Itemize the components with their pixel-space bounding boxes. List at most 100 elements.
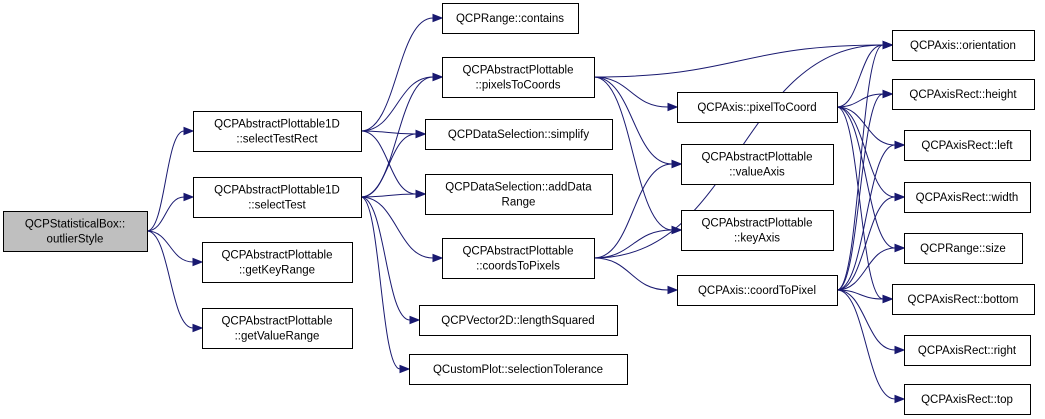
- arrowhead-icon: [894, 243, 906, 253]
- arrowhead-icon: [192, 323, 204, 333]
- edge-ap_coordsToPixels-to-axis_coordToPixel: [593, 257, 679, 295]
- edge-ap_pixelsToCoords-to-axis_pixelToCoord: [593, 76, 679, 112]
- edge-axis_coordToPixel-to-axis_orientation: [836, 40, 894, 291]
- node-box: [904, 384, 1031, 415]
- arrowhead-icon: [671, 225, 683, 235]
- node-box: [892, 79, 1035, 110]
- node-label-line: QCPStatisticalBox::: [25, 219, 125, 231]
- arrowhead-icon: [409, 315, 421, 325]
- node-v2d_lengthSquared[interactable]: QCPVector2D::lengthSquared: [419, 305, 618, 336]
- node-ar_width[interactable]: QCPAxisRect::width: [904, 182, 1031, 213]
- node-box: [681, 210, 834, 251]
- edge-line: [593, 76, 669, 108]
- edge-axis_coordToPixel-to-range_size: [836, 243, 906, 291]
- arrowhead-icon: [671, 159, 683, 169]
- node-label-line: ::keyAxis: [734, 233, 780, 245]
- arrowhead-icon: [432, 72, 444, 82]
- node-box: [202, 242, 353, 283]
- node-label-line: QCPDataSelection::addData: [445, 182, 592, 194]
- node-ap_coordsToPixels[interactable]: QCPAbstractPlottable::coordsToPixels: [442, 238, 595, 279]
- node-axis_orientation[interactable]: QCPAxis::orientation: [892, 30, 1035, 61]
- node-ar_height[interactable]: QCPAxisRect::height: [892, 79, 1035, 110]
- edge-axis_coordToPixel-to-ar_height: [836, 89, 894, 291]
- node-label-line: QCPAxisRect::left: [921, 140, 1013, 152]
- edge-ap_pixelsToCoords-to-axis_orientation: [593, 40, 894, 78]
- edge-line: [593, 44, 884, 78]
- node-label-line: ::coordsToPixels: [476, 261, 560, 273]
- node-label-line: QCPAxisRect::right: [918, 345, 1017, 357]
- edge-root-to-ap_getKeyRange: [146, 230, 204, 267]
- edge-line: [836, 196, 896, 291]
- node-ap_valueAxis[interactable]: QCPAbstractPlottable::valueAxis: [681, 144, 834, 185]
- arrowhead-icon: [399, 364, 411, 374]
- node-axis_coordToPixel[interactable]: QCPAxis::coordToPixel: [677, 275, 838, 306]
- node-label-line: Range: [502, 197, 536, 209]
- node-pl1d_selectTestRect[interactable]: QCPAbstractPlottable1D::selectTestRect: [193, 111, 362, 152]
- node-ar_left[interactable]: QCPAxisRect::left: [904, 130, 1031, 161]
- node-ar_bottom[interactable]: QCPAxisRect::bottom: [892, 284, 1035, 315]
- arrowhead-icon: [667, 285, 679, 295]
- node-label-line: QCPAxisRect::top: [921, 394, 1013, 406]
- node-ap_getKeyRange[interactable]: QCPAbstractPlottable::getKeyRange: [202, 242, 353, 283]
- node-box: [677, 275, 838, 306]
- node-label-line: QCPAxisRect::width: [916, 192, 1019, 204]
- node-label-line: ::pixelsToCoords: [475, 80, 560, 92]
- node-pl1d_selectTest[interactable]: QCPAbstractPlottable1D::selectTest: [193, 177, 362, 218]
- node-ar_right[interactable]: QCPAxisRect::right: [904, 335, 1031, 366]
- node-label-line: QCPVector2D::lengthSquared: [441, 315, 594, 327]
- node-range_size[interactable]: QCPRange::size: [904, 233, 1023, 264]
- edge-line: [360, 196, 411, 321]
- edge-line: [146, 230, 194, 329]
- node-label-line: QCPRange::contains: [456, 13, 564, 25]
- node-label-line: QCPAbstractPlottable1D: [214, 119, 340, 131]
- edge-line: [593, 163, 673, 259]
- node-cp_selectionTolerance[interactable]: QCustomPlot::selectionTolerance: [409, 354, 628, 385]
- edge-pl1d_selectTest-to-ds_addDataRange: [360, 189, 427, 199]
- node-ap_pixelsToCoords[interactable]: QCPAbstractPlottable::pixelsToCoords: [442, 57, 595, 98]
- edges-layer: [146, 13, 906, 404]
- node-box: [681, 144, 834, 185]
- edge-axis_pixelToCoord-to-ar_bottom: [836, 106, 894, 304]
- arrowhead-icon: [415, 129, 427, 139]
- edge-line: [360, 193, 417, 198]
- node-box: [904, 130, 1031, 161]
- edge-pl1d_selectTest-to-ds_simplify: [360, 129, 427, 198]
- arrowhead-icon: [882, 294, 894, 304]
- node-box: [904, 182, 1031, 213]
- arrowhead-icon: [894, 394, 906, 404]
- node-ap_getValueRange[interactable]: QCPAbstractPlottable::getValueRange: [202, 308, 353, 349]
- edge-ap_coordsToPixels-to-ap_keyAxis: [593, 225, 683, 259]
- node-label-line: QCPAbstractPlottable: [701, 218, 812, 230]
- edge-line: [836, 289, 896, 400]
- node-box: [442, 57, 595, 98]
- arrowhead-icon: [432, 253, 444, 263]
- edge-pl1d_selectTest-to-v2d_lengthSquared: [360, 196, 421, 325]
- edge-ap_coordsToPixels-to-ap_valueAxis: [593, 159, 683, 259]
- node-label-line: QCPDataSelection::simplify: [448, 129, 589, 141]
- node-label-line: QCPAbstractPlottable: [462, 246, 573, 258]
- edge-root-to-pl1d_selectTest: [146, 192, 195, 232]
- nodes-layer: QCPStatisticalBox::outlierStyleQCPAbstra…: [3, 3, 1035, 415]
- node-ap_keyAxis[interactable]: QCPAbstractPlottable::keyAxis: [681, 210, 834, 251]
- node-label-line: ::selectTestRect: [236, 134, 318, 146]
- node-label-line: ::getKeyRange: [239, 265, 315, 277]
- arrowhead-icon: [415, 189, 427, 199]
- edge-line: [836, 106, 896, 249]
- arrowhead-icon: [882, 89, 894, 99]
- node-root[interactable]: QCPStatisticalBox::outlierStyle: [3, 211, 148, 252]
- edge-line: [593, 257, 669, 291]
- node-label-line: QCPAbstractPlottable: [462, 65, 573, 77]
- node-ds_simplify[interactable]: QCPDataSelection::simplify: [425, 119, 613, 150]
- edge-line: [146, 196, 185, 232]
- node-label-line: QCustomPlot::selectionTolerance: [433, 364, 603, 376]
- node-ar_top[interactable]: QCPAxisRect::top: [904, 384, 1031, 415]
- node-range_contains[interactable]: QCPRange::contains: [442, 3, 579, 34]
- node-box: [677, 92, 838, 123]
- arrowhead-icon: [882, 40, 894, 50]
- edge-line: [836, 144, 896, 291]
- node-axis_pixelToCoord[interactable]: QCPAxis::pixelToCoord: [677, 92, 838, 123]
- edge-root-to-pl1d_selectTestRect: [146, 126, 195, 232]
- edge-line: [836, 289, 896, 351]
